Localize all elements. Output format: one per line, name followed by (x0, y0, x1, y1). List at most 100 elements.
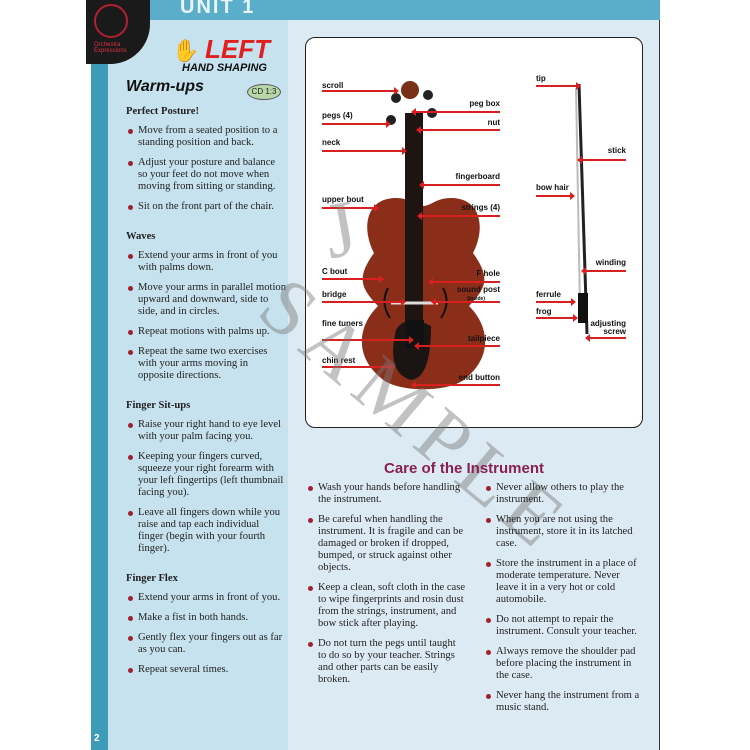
unit-title: UNIT 1 (180, 0, 256, 18)
list-item: Repeat several times. (126, 664, 286, 676)
cd-badge: CD 1:3 (247, 84, 281, 100)
list-item: Move your arms in parallel motion upward… (126, 282, 286, 318)
violin-body (361, 198, 486, 390)
section-subtitle: HAND SHAPING (182, 62, 267, 74)
part-label: pegs (4) (322, 111, 353, 120)
part-label: bow hair (536, 183, 569, 192)
care-title: Care of the Instrument (384, 460, 545, 477)
arrow-icon (585, 334, 626, 342)
list-item: Raise your right hand to eye level with … (126, 419, 286, 443)
part-label: neck (322, 138, 341, 147)
arrow-icon (417, 212, 500, 220)
bullet-list: Extend your arms in front of you. Make a … (126, 592, 286, 676)
bow-frog (578, 293, 588, 323)
part-label-note: (inside) (467, 296, 485, 302)
arrow-icon (322, 204, 379, 212)
part-label: adjusting screw (590, 319, 626, 336)
subsection-heading: Perfect Posture! (126, 106, 200, 117)
care-item: Do not attempt to repair the instrument.… (484, 614, 644, 638)
care-list-2: Never allow others to play the instrumen… (484, 482, 644, 722)
list-item: Repeat the same two exercises with your … (126, 346, 286, 382)
care-item: Keep a clean, soft cloth in the case to … (306, 582, 466, 630)
arrow-icon (536, 192, 575, 200)
part-label: scroll (322, 81, 344, 90)
part-label: tip (536, 74, 546, 83)
care-item: Store the instrument in a place of moder… (484, 558, 644, 606)
care-item: When you are not using the instrument, s… (484, 514, 644, 550)
subsection-heading: Waves (126, 231, 156, 242)
part-label: peg box (469, 99, 500, 108)
part-label: end button (458, 373, 500, 382)
arrow-icon (536, 298, 576, 306)
list-item: Extend your arms in front of you with pa… (126, 250, 286, 274)
arrow-icon (428, 278, 500, 286)
care-item: Wash your hands before handling the inst… (306, 482, 466, 506)
part-label: strings (4) (461, 203, 500, 212)
arrow-icon (322, 336, 414, 344)
warmup-list: Perfect Posture! Move from a seated posit… (126, 106, 286, 694)
subsection-heading: Finger Sit-ups (126, 400, 191, 411)
side-strip (91, 0, 108, 750)
list-item: Extend your arms in front of you. (126, 592, 286, 604)
list-item: Leave all fingers down while you raise a… (126, 507, 286, 555)
care-item: Never allow others to play the instrumen… (484, 482, 644, 506)
violin-diagram (305, 37, 643, 428)
bow-stick (577, 83, 589, 335)
fingerboard-shape (405, 113, 423, 328)
bullet-list: Move from a seated position to a standin… (126, 125, 286, 213)
arrow-icon (577, 156, 626, 164)
violin-illustration (361, 81, 589, 390)
arrow-icon (322, 298, 406, 306)
list-item: Sit on the front part of the chair. (126, 201, 286, 213)
unit-banner (91, 0, 660, 20)
arrow-icon (419, 181, 500, 189)
subsection-heading: Finger Flex (126, 573, 178, 584)
logo-text: Orchestra Expressions (94, 42, 127, 54)
arrow-icon (414, 342, 500, 350)
page-number: 2 (94, 733, 100, 744)
hand-icon: ✋ (172, 38, 200, 63)
part-label: stick (607, 146, 626, 155)
care-item: Do not turn the pegs until taught to do … (306, 638, 466, 686)
care-item: Never hang the instrument from a music s… (484, 690, 644, 714)
part-label: upper bout (322, 195, 364, 204)
warmups-heading: Warm-ups (126, 78, 204, 95)
part-label: F hole (476, 269, 500, 278)
part-label: nut (487, 118, 500, 127)
list-item: Make a fist in both hands. (126, 612, 286, 624)
bullet-list: Raise your right hand to eye level with … (126, 419, 286, 555)
part-label: fine tuners (322, 319, 363, 328)
section-title: LEFT (205, 34, 270, 64)
part-label: sound post (456, 285, 500, 294)
left-column-bg (108, 0, 288, 750)
care-item: Always remove the shoulder pad before pl… (484, 646, 644, 682)
logo-icon (94, 4, 128, 38)
part-label: fingerboard (455, 172, 500, 181)
arrow-icon (416, 126, 500, 134)
arrow-icon (411, 381, 500, 389)
list-item: Move from a seated position to a standin… (126, 125, 286, 149)
arrow-icon (536, 82, 581, 90)
part-label: chin rest (322, 356, 356, 365)
arrow-icon (322, 275, 384, 283)
arrow-icon (322, 363, 394, 371)
part-label: C bout (322, 267, 348, 276)
part-label: ferrule (536, 290, 561, 299)
arrow-icon (431, 298, 500, 306)
list-item: Repeat motions with palms up. (126, 326, 286, 338)
scroll-shape (401, 81, 419, 99)
arrow-icon (322, 120, 391, 128)
part-label: frog (536, 307, 552, 316)
part-label: winding (595, 258, 626, 267)
care-item: Be careful when handling the instrument.… (306, 514, 466, 574)
arrow-icon (322, 87, 399, 95)
arrow-icon (322, 147, 407, 155)
bow-hair-shape (575, 87, 581, 309)
care-list-1: Wash your hands before handling the inst… (306, 482, 466, 694)
arrow-icon (581, 267, 626, 275)
list-item: Adjust your posture and balance so your … (126, 157, 286, 193)
arrow-icon (411, 108, 500, 116)
arrow-icon (536, 314, 578, 322)
bullet-list: Extend your arms in front of you with pa… (126, 250, 286, 382)
list-item: Keeping your fingers curved, squeeze you… (126, 451, 286, 499)
